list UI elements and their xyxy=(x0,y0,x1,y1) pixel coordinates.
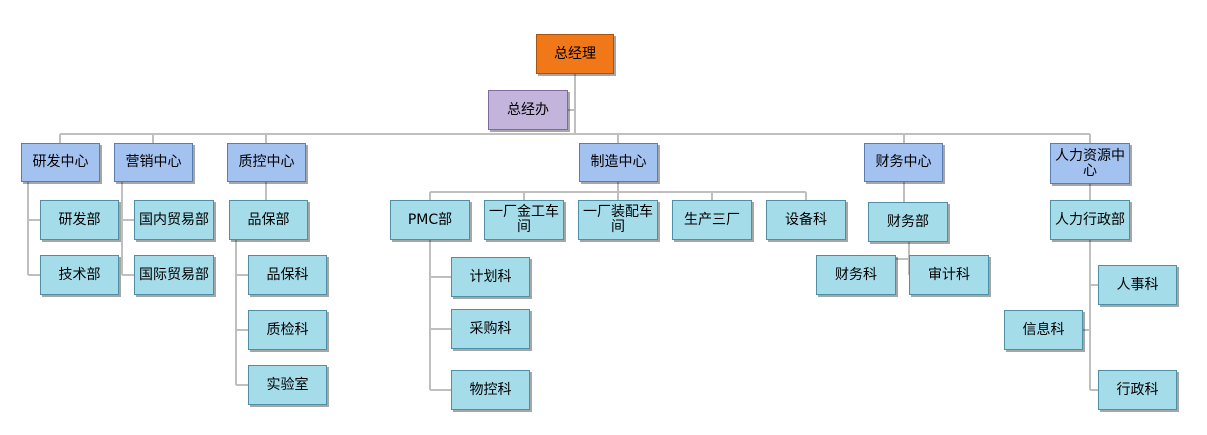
hr-sub-box: 行政科 xyxy=(1098,370,1177,410)
dept-mfg-box: 制造中心 xyxy=(579,143,658,182)
fin-unit-box: 财务部 xyxy=(868,202,948,242)
fin-sub-box: 财务科 xyxy=(816,255,896,295)
mfg-sub-box: PMC部 xyxy=(390,200,470,240)
qc-sub-box: 品保科 xyxy=(248,255,327,295)
mfg-sub-box: 一厂装配车间 xyxy=(578,200,658,240)
hr-unit-box: 人力行政部 xyxy=(1050,200,1130,240)
qc-sub-box: 质检科 xyxy=(248,310,327,350)
dept-qc-box: 质控中心 xyxy=(227,143,306,182)
mfg-sub-box: 设备科 xyxy=(766,200,846,240)
qc-sub-box: 实验室 xyxy=(248,365,327,405)
dept-hr-box: 人力资源中心 xyxy=(1050,143,1130,184)
pmc-sub-box: 计划科 xyxy=(451,257,530,297)
rd-sub-box: 技术部 xyxy=(40,255,119,295)
pmc-sub-box: 物控科 xyxy=(451,370,530,410)
sales-sub-box: 国内贸易部 xyxy=(134,200,214,240)
hr-sub-box: 人事科 xyxy=(1098,265,1177,305)
sales-sub-box: 国际贸易部 xyxy=(134,255,214,295)
dept-sales-box: 营销中心 xyxy=(114,143,193,182)
general-manager-box: 总经理 xyxy=(536,34,614,74)
dept-rd-box: 研发中心 xyxy=(21,143,100,182)
mfg-sub-box: 生产三厂 xyxy=(672,200,752,240)
rd-sub-box: 研发部 xyxy=(40,200,119,240)
general-office-box: 总经办 xyxy=(488,90,568,130)
mfg-sub-box: 一厂金工车间 xyxy=(484,200,564,240)
fin-sub-box: 审计科 xyxy=(909,255,989,295)
pmc-sub-box: 采购科 xyxy=(451,309,530,349)
dept-fin-box: 财务中心 xyxy=(864,143,943,182)
hr-sub-box: 信息科 xyxy=(1004,310,1083,350)
qc-unit-box: 品保部 xyxy=(229,200,308,240)
